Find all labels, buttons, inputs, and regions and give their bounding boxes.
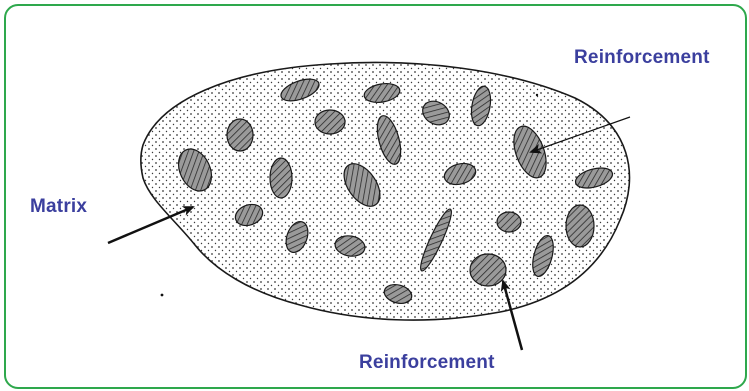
- stray-dot: [536, 94, 538, 96]
- particle: [315, 110, 345, 134]
- reinforcement-label-top: Reinforcement: [574, 47, 710, 69]
- particle: [497, 212, 521, 232]
- particle: [227, 119, 253, 151]
- particle: [470, 254, 506, 286]
- matrix-label: Matrix: [30, 196, 87, 218]
- reinforcement-label-bottom: Reinforcement: [359, 352, 495, 374]
- stray-dot: [161, 294, 164, 297]
- particle: [566, 205, 594, 247]
- particle: [270, 158, 292, 198]
